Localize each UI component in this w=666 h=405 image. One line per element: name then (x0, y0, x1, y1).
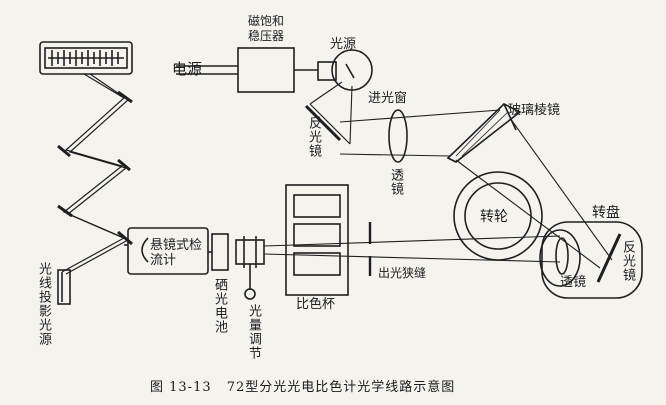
reflector2-mirror (596, 233, 622, 283)
glass-prism-shape (446, 103, 522, 163)
label-light-window: 进光窗 (368, 91, 408, 106)
label-projection-source: 光线投影光源 (36, 262, 51, 346)
lamp (317, 49, 373, 91)
label-lens1: 透镜 (388, 168, 403, 196)
cuvette-holder (285, 184, 349, 296)
galvanometer (124, 227, 209, 275)
stabilizer (176, 47, 318, 93)
measuring-beam (263, 235, 561, 263)
lens2-shape (555, 237, 569, 275)
label-reflector1: 反光镜 (306, 116, 321, 158)
label-stabilizer: 磁饱和稳压器 (248, 14, 285, 43)
turntable (539, 221, 643, 299)
label-turntable: 转盘 (592, 205, 620, 221)
label-rotor: 转轮 (480, 209, 508, 225)
label-cuvette: 比色杯 (296, 297, 336, 312)
light-adjust (235, 236, 265, 300)
label-light-adjust: 光量调节 (246, 304, 261, 360)
zigzag-beam (61, 73, 130, 275)
caption-title: 72型分光光电比色计光学线路示意图 (226, 380, 456, 395)
label-photocell: 硒光电池 (212, 278, 227, 334)
figure-caption: 图 13-13 72型分光光电比色计光学线路示意图 (150, 376, 465, 395)
label-exit-slit: 出光狭缝 (378, 266, 427, 280)
collimated-beam (339, 109, 501, 157)
label-light-source: 光源 (330, 37, 357, 52)
galvanometer-scale (39, 41, 133, 75)
label-galvanometer: 悬镜式检流计 (150, 238, 203, 268)
lens1-shape (388, 109, 408, 163)
label-reflector2: 反光镜 (620, 240, 635, 282)
dispersed-beam (455, 117, 613, 269)
source-rays (309, 81, 353, 145)
label-lens2: 透镜 (560, 275, 587, 290)
label-power: 电源 (172, 60, 203, 78)
zigzag-mirrors (57, 90, 133, 246)
reflector1-mirror (304, 104, 342, 142)
projection-source (57, 269, 71, 305)
photocell (208, 233, 229, 271)
label-glass-prism: 玻璃棱镜 (508, 103, 561, 118)
caption-number: 图 13-13 (150, 380, 212, 395)
rotor (453, 171, 543, 261)
